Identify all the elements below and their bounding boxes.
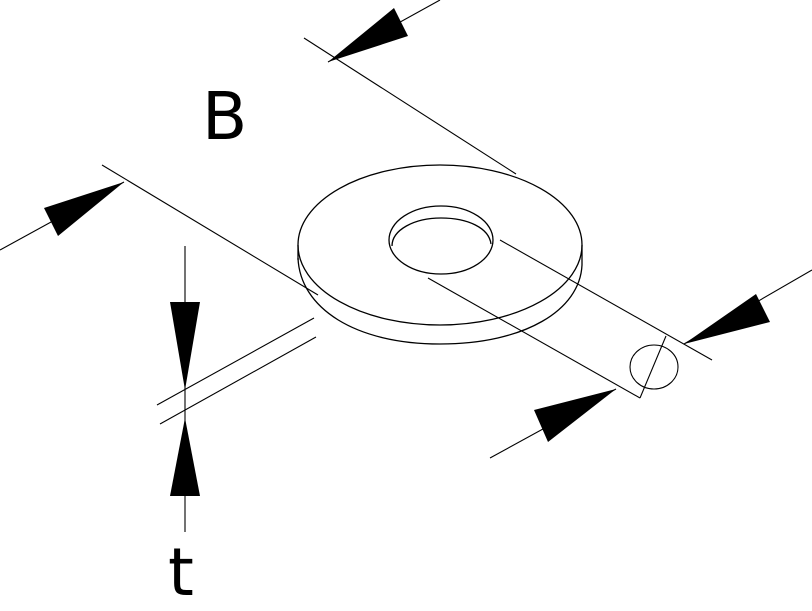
dimension-t bbox=[156, 246, 317, 532]
extension-line-t-bottom bbox=[159, 336, 317, 425]
hole-section-marker bbox=[629, 344, 679, 390]
arrowhead-b-right bbox=[328, 8, 408, 62]
dimension-hole-diameter bbox=[427, 239, 812, 459]
extension-line-hole-top bbox=[499, 239, 713, 361]
washer bbox=[297, 164, 583, 345]
extension-line-b-right bbox=[303, 37, 517, 175]
extension-line-hole-bottom bbox=[427, 277, 641, 399]
extension-line-b-left bbox=[101, 164, 319, 296]
dimension-label-b: B bbox=[202, 78, 248, 155]
arrowhead-hole-upper bbox=[684, 294, 770, 344]
arrowhead-t-top bbox=[170, 302, 200, 390]
arrowhead-t-bottom bbox=[170, 418, 200, 496]
washer-hole-inner-wall bbox=[391, 217, 492, 247]
dimension-b bbox=[0, 0, 517, 296]
washer-bottom-outer-edge bbox=[297, 257, 583, 345]
arrowhead-hole-lower bbox=[534, 389, 616, 442]
washer-top-outer-edge bbox=[297, 164, 583, 326]
washer-hole-top-edge bbox=[388, 205, 494, 275]
extension-line-t-top bbox=[156, 317, 315, 406]
dimension-label-t: t bbox=[168, 534, 194, 611]
arrowhead-b-left bbox=[44, 182, 124, 236]
